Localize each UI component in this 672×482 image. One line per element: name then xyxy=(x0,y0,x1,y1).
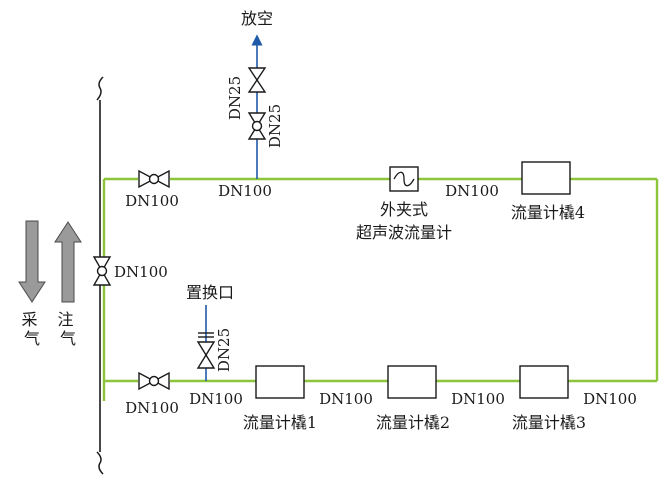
injection-arrow-icon xyxy=(54,221,82,303)
injection-label-char-1: 注 xyxy=(57,310,73,329)
top-pipe-label-1: DN100 xyxy=(218,182,272,200)
flowmeter-skid-3[interactable] xyxy=(519,365,569,399)
main-header-valve[interactable] xyxy=(92,256,112,286)
flowmeter-skid-2[interactable] xyxy=(387,365,437,399)
main-header-valve-label: DN100 xyxy=(114,263,168,281)
production-label-char-1: 采 xyxy=(21,310,37,329)
bottom-inlet-valve-label: DN100 xyxy=(125,399,179,417)
vent-lower-valve-label: DN25 xyxy=(266,104,284,148)
replacement-port-valve-label: DN25 xyxy=(215,328,233,372)
vent-label: 放空 xyxy=(241,9,273,28)
flowmeter-skid-4[interactable] xyxy=(521,161,571,195)
top-inlet-valve[interactable] xyxy=(138,169,170,189)
vent-upper-valve-label: DN25 xyxy=(226,76,244,120)
ultrasonic-label-line2: 超声波流量计 xyxy=(356,223,452,242)
injection-label-char-2: 气 xyxy=(60,329,76,348)
replacement-port-label: 置换口 xyxy=(186,283,234,302)
production-arrow-icon xyxy=(18,220,46,303)
top-pipe-label-2: DN100 xyxy=(445,182,499,200)
bottom-pipe-label-4: DN100 xyxy=(583,390,637,408)
bottom-pipe-label-3: DN100 xyxy=(451,390,505,408)
ultrasonic-flowmeter[interactable] xyxy=(389,166,419,192)
process-pipe-loop xyxy=(102,177,659,401)
ultrasonic-label-line1: 外夹式 xyxy=(380,200,428,219)
bottom-inlet-valve[interactable] xyxy=(138,371,170,391)
skid-3-label: 流量计橇3 xyxy=(512,413,586,432)
injection-label: 注 气 xyxy=(57,310,78,348)
top-inlet-valve-label: DN100 xyxy=(125,192,179,210)
replacement-port-valve[interactable] xyxy=(196,341,216,369)
skid-4-label: 流量计橇4 xyxy=(511,203,585,222)
bottom-pipe-label-1: DN100 xyxy=(189,390,243,408)
production-label-char-2: 气 xyxy=(24,329,40,348)
vent-upper-valve[interactable] xyxy=(247,67,267,93)
vent-lower-valve[interactable] xyxy=(247,112,267,140)
flowmeter-skid-1[interactable] xyxy=(255,365,305,399)
production-label: 采 气 xyxy=(21,310,42,348)
skid-1-label: 流量计橇1 xyxy=(243,413,317,432)
skid-2-label: 流量计橇2 xyxy=(376,413,450,432)
bottom-pipe-label-2: DN100 xyxy=(319,390,373,408)
